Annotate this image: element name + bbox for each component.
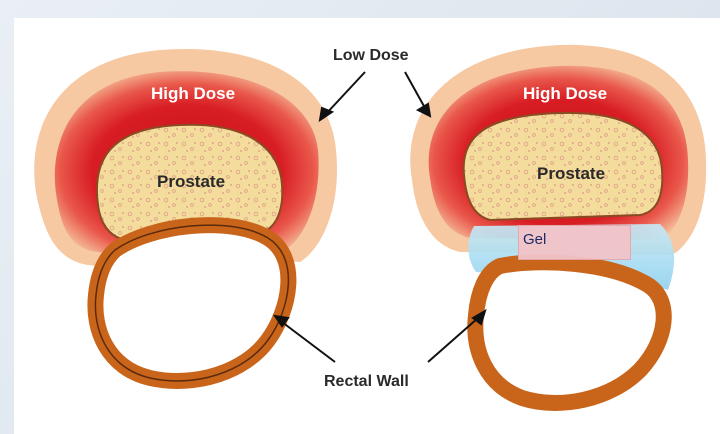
- prostate-label-left: Prostate: [157, 172, 225, 192]
- low-dose-label: Low Dose: [333, 47, 409, 65]
- high-dose-label-right: High Dose: [523, 84, 607, 104]
- right-rectal-wall: [475, 262, 663, 403]
- arrow-low-dose-right: [405, 72, 425, 108]
- prostate-label-right: Prostate: [537, 164, 605, 184]
- gel-label: Gel: [523, 231, 546, 248]
- right-dose-region: [410, 45, 706, 255]
- high-dose-label-left: High Dose: [151, 84, 235, 104]
- left-rectal-wall: [95, 225, 288, 381]
- arrow-low-dose-left: [325, 72, 365, 115]
- rectal-wall-label: Rectal Wall: [324, 373, 409, 391]
- arrow-rectal-wall-left: [282, 322, 335, 362]
